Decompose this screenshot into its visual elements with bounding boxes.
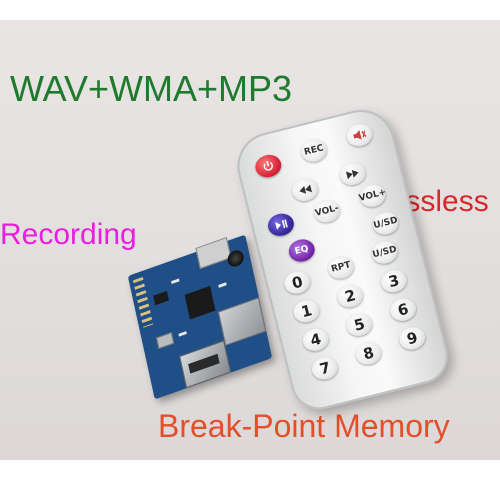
product-photo: WAV+WMA+MP3 Recording Lossless Break-Poi… — [0, 20, 500, 460]
ir-remote-control: REC VOL- VOL+ EQ U/SD 0 RPT U/SD 1 2 3 4… — [230, 102, 454, 416]
mute-icon — [344, 121, 375, 149]
break-point-memory-caption: Break-Point Memory — [158, 408, 450, 444]
next-track-icon — [337, 160, 369, 188]
play-pause-icon — [265, 210, 297, 239]
power-icon — [253, 152, 284, 180]
mp3-decoder-board — [127, 234, 273, 400]
previous-track-icon — [289, 176, 321, 204]
formats-caption: WAV+WMA+MP3 — [10, 68, 293, 109]
recording-caption: Recording — [0, 218, 137, 251]
